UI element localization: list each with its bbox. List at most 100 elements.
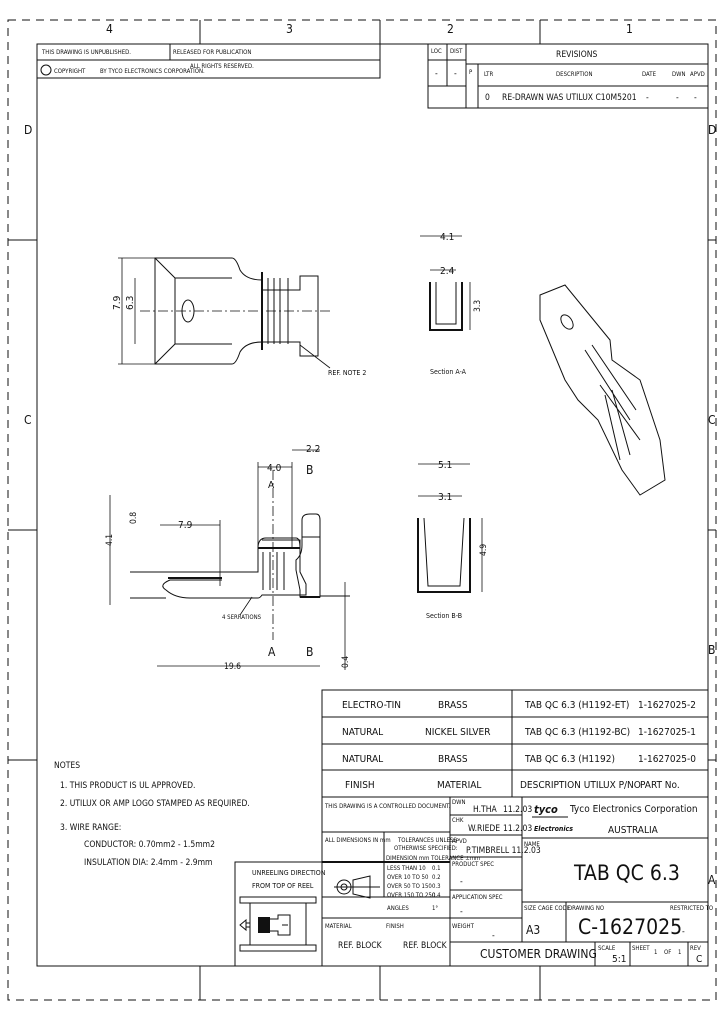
material-label: MATERIAL — [325, 923, 352, 930]
dims-in-mm: ALL DIMENSIONS IN mm — [325, 837, 391, 844]
rev-col-date: DATE — [642, 71, 657, 78]
product-spec-label: PRODUCT SPEC — [452, 861, 494, 868]
cell-finish: ELECTRO-TIN — [342, 700, 401, 711]
company-location: AUSTRALIA — [608, 825, 659, 836]
tolerance-value: 0.2 — [432, 874, 441, 881]
cell-part-no: 1-1627025-1 — [638, 727, 696, 738]
tolerance-range: OVER 50 TO 150 — [387, 883, 432, 890]
rev-row-apvd: - — [694, 93, 697, 103]
parts-table-row: NATURAL BRASS TAB QC 6.3 (H1192) 1-16270… — [342, 754, 696, 765]
cell-material: BRASS — [438, 700, 468, 711]
dim-side-crimp: 4.0 — [267, 463, 282, 474]
dim-side-08: 0.8 — [129, 512, 139, 524]
parts-table-row: NATURAL NICKEL SILVER TAB QC 6.3 (H1192-… — [342, 727, 696, 738]
cut-b-bottom: B — [306, 645, 313, 659]
dim-b-outer: 5.1 — [438, 460, 452, 471]
dim-side-tab: 7.9 — [178, 520, 193, 531]
unreeling-direction-icon — [239, 914, 291, 936]
controlled-doc: THIS DRAWING IS A CONTROLLED DOCUMENT. — [324, 803, 451, 810]
copyright-label: COPYRIGHT — [54, 68, 86, 75]
serrations-label: 4 SERRATIONS — [222, 614, 262, 621]
dim-side-04: 0.4 — [341, 656, 351, 668]
rev-row-date: - — [646, 93, 649, 103]
rev-col-dwn: DWN — [672, 71, 686, 78]
tyco-logo: tyco Electronics — [532, 803, 573, 833]
scale-value: 5:1 — [612, 954, 626, 965]
tolerance-range: ANGLES — [387, 905, 409, 912]
ref-note-label: REF. NOTE 2 — [328, 369, 366, 377]
title-block-grid — [321, 796, 709, 967]
note-1: 1. THIS PRODUCT IS UL APPROVED. — [60, 781, 195, 791]
drawing-no-label: DRAWING NO — [568, 905, 604, 912]
section-b-label: Section B-B — [426, 612, 462, 620]
cell-material: NICKEL SILVER — [425, 727, 490, 738]
product-spec-value: - — [460, 877, 463, 887]
trim-border — [7, 19, 717, 1001]
released-notice: RELEASED FOR PUBLICATION — [173, 49, 251, 56]
zone-row-c-right: C — [708, 413, 716, 427]
part-name: TAB QC 6.3 — [573, 861, 680, 885]
sheet-label: SHEET — [632, 945, 650, 952]
dim-b-inner: 3.1 — [438, 492, 452, 503]
rev-row-description: RE-DRAWN WAS UTILUX C10M5201 — [502, 93, 637, 103]
rev-row-dwn: - — [676, 93, 679, 103]
of-value: 1 — [678, 949, 681, 956]
unpublished-notice: THIS DRAWING IS UNPUBLISHED. — [41, 49, 131, 56]
zone-col-1: 1 — [626, 22, 633, 36]
cell-finish: NATURAL — [342, 754, 383, 765]
dim-side-22: 2.2 — [306, 444, 320, 455]
weight-value: - — [492, 931, 495, 941]
rights-reserved: ALL RIGHTS RESERVED. — [190, 63, 254, 70]
scale-label: SCALE — [598, 945, 616, 952]
apvd-label: APVD — [452, 838, 467, 845]
application-spec-label: APPLICATION SPEC — [452, 894, 503, 901]
rev-value: C — [696, 954, 702, 965]
dwn-date: 11.2.03 — [503, 805, 532, 815]
cut-a-top: A — [268, 480, 275, 491]
dim-top-width: 7.9 — [112, 295, 123, 310]
zone-col-4: 4 — [106, 22, 113, 36]
tolerance-title-2: OTHERWISE SPECIFIED: — [394, 845, 458, 852]
tolerance-range: LESS THAN 10 — [387, 865, 426, 872]
note-3-insulation: INSULATION DIA: 2.4mm - 2.9mm — [84, 858, 213, 868]
svg-text:tyco: tyco — [534, 803, 558, 816]
section-a-view — [420, 235, 471, 331]
application-spec-value: - — [460, 907, 463, 917]
revisions-block — [427, 43, 709, 109]
sheet-value: 1 — [654, 949, 657, 956]
of-label: OF — [664, 949, 671, 956]
revisions-title: REVISIONS — [556, 50, 597, 60]
name-label: NAME — [524, 841, 540, 848]
company-name: Tyco Electronics Corporation — [569, 804, 698, 815]
tolerance-header: DIMENSION mm TOLERANCE ±mm — [386, 855, 480, 862]
projection-symbol-icon — [334, 875, 380, 899]
cell-description: TAB QC 6.3 (H1192-ET) — [524, 700, 629, 711]
cut-a-bottom: A — [268, 645, 276, 659]
tolerance-title-1: TOLERANCES UNLESS — [397, 837, 457, 844]
restricted-label: RESTRICTED TO — [670, 905, 713, 912]
note-2: 2. UTILUX OR AMP LOGO STAMPED AS REQUIRE… — [60, 799, 250, 809]
dim-top-inner: 6.3 — [125, 296, 136, 310]
tolerance-value: 0.3 — [432, 883, 441, 890]
rev-loc-value: - — [435, 69, 438, 79]
cell-finish: NATURAL — [342, 727, 383, 738]
dim-a-inner: 2.4 — [440, 266, 455, 277]
rev-col-description: DESCRIPTION — [556, 71, 593, 78]
material-value: REF. BLOCK — [338, 941, 383, 951]
tolerance-list: LESS THAN 10 0.1 OVER 10 TO 50 0.2 OVER … — [387, 865, 441, 912]
rev-row-ltr: 0 — [485, 93, 490, 103]
zone-row-d-right: D — [708, 123, 716, 137]
chk-name: W.RIEDE — [468, 824, 500, 834]
finish-value: REF. BLOCK — [403, 941, 448, 951]
tolerance-value: 1° — [432, 905, 438, 912]
notes-title: NOTES — [54, 761, 80, 771]
rev-col-ltr: LTR — [484, 71, 493, 78]
note-3-conductor: CONDUCTOR: 0.70mm2 - 1.5mm2 — [84, 840, 215, 850]
tolerance-value: 0.4 — [432, 892, 441, 899]
reel-block — [234, 861, 323, 967]
dim-a-outer: 4.1 — [440, 232, 454, 243]
side-view — [109, 449, 350, 670]
dwn-name: H.THA — [473, 805, 497, 815]
tolerance-value: 0.1 — [432, 865, 441, 872]
copyright-owner: BY TYCO ELECTRONICS CORPORATION. — [100, 68, 205, 75]
